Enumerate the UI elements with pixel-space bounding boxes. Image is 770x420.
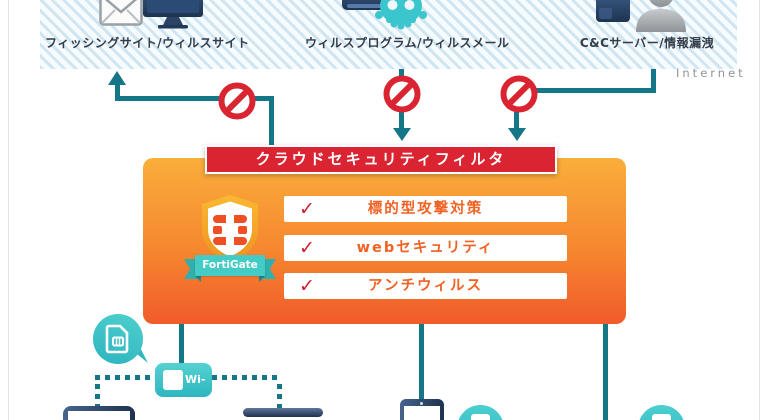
server-icon <box>596 0 630 22</box>
fortigate-ribbon: FortiGate <box>184 252 276 282</box>
wireless-link <box>277 384 282 409</box>
ribbon-fold-right <box>259 276 265 282</box>
wireless-link <box>95 375 155 380</box>
lan-line <box>179 324 184 364</box>
sim-bubble <box>93 314 143 364</box>
feature-text: アンチウィルス <box>368 278 483 294</box>
device-badge-circle <box>457 405 504 420</box>
flow-line <box>115 96 274 101</box>
flow-line <box>514 112 519 130</box>
wireless-link <box>212 375 282 380</box>
feature-text: webセキュリティ <box>356 240 495 256</box>
tablet-screen <box>404 406 440 420</box>
fortigate-shield-icon <box>202 195 258 263</box>
blocked-icon <box>500 75 538 113</box>
threat-label-phishing: フィッシングサイト/ウィルスサイト <box>45 36 250 50</box>
feature-row-targeted-attack: ✓ 標的型攻撃対策 <box>284 196 567 222</box>
up-arrow <box>108 71 126 85</box>
right-border-line <box>759 0 760 420</box>
skull-icon <box>375 0 427 30</box>
laptop-screen <box>68 411 130 420</box>
down-arrow <box>393 128 411 141</box>
flow-line <box>115 84 120 98</box>
flow-line <box>536 88 656 93</box>
internet-label: Internet <box>676 66 746 80</box>
sim-card-icon <box>105 324 129 354</box>
tablet-icon <box>400 399 444 420</box>
wifi-router-icon <box>163 370 183 390</box>
blocked-icon <box>218 82 256 120</box>
closed-laptop-icon <box>243 408 323 417</box>
threat-label-cc-server: C&Cサーバー/情報漏洩 <box>579 36 715 50</box>
wireless-link <box>95 384 100 406</box>
monitor-icon <box>143 0 203 29</box>
wifi-label: Wi-Fi <box>185 373 206 420</box>
threat-label-virus: ウィルスプログラム/ウィルスメール <box>305 36 510 50</box>
check-icon: ✓ <box>299 198 315 220</box>
document-icon <box>471 414 490 420</box>
check-icon: ✓ <box>299 237 315 259</box>
blocked-icon <box>383 75 421 113</box>
flow-line <box>399 69 404 76</box>
person-icon <box>636 0 686 32</box>
check-icon: ✓ <box>299 275 315 297</box>
lan-line <box>603 324 608 420</box>
wifi-access-point: Wi-Fi <box>155 363 212 420</box>
flow-line <box>269 96 274 145</box>
ribbon-fold-left <box>195 276 201 282</box>
feature-text: 標的型攻撃対策 <box>367 201 484 217</box>
document-icon <box>652 414 671 420</box>
left-border-line <box>8 0 9 420</box>
feature-row-web-security: ✓ webセキュリティ <box>284 235 567 261</box>
feature-row-antivirus: ✓ アンチウィルス <box>284 273 567 299</box>
down-arrow <box>508 128 526 141</box>
flow-line <box>399 112 404 130</box>
envelope-icon <box>99 0 143 26</box>
laptop-icon <box>63 406 135 420</box>
lan-line <box>419 324 424 400</box>
tablet-camera-dot <box>420 401 423 405</box>
device-badge-circle <box>638 405 685 420</box>
fortigate-label: FortiGate <box>195 255 265 276</box>
flow-line <box>651 69 656 93</box>
cloud-filter-title: クラウドセキュリティフィルタ <box>205 145 557 174</box>
